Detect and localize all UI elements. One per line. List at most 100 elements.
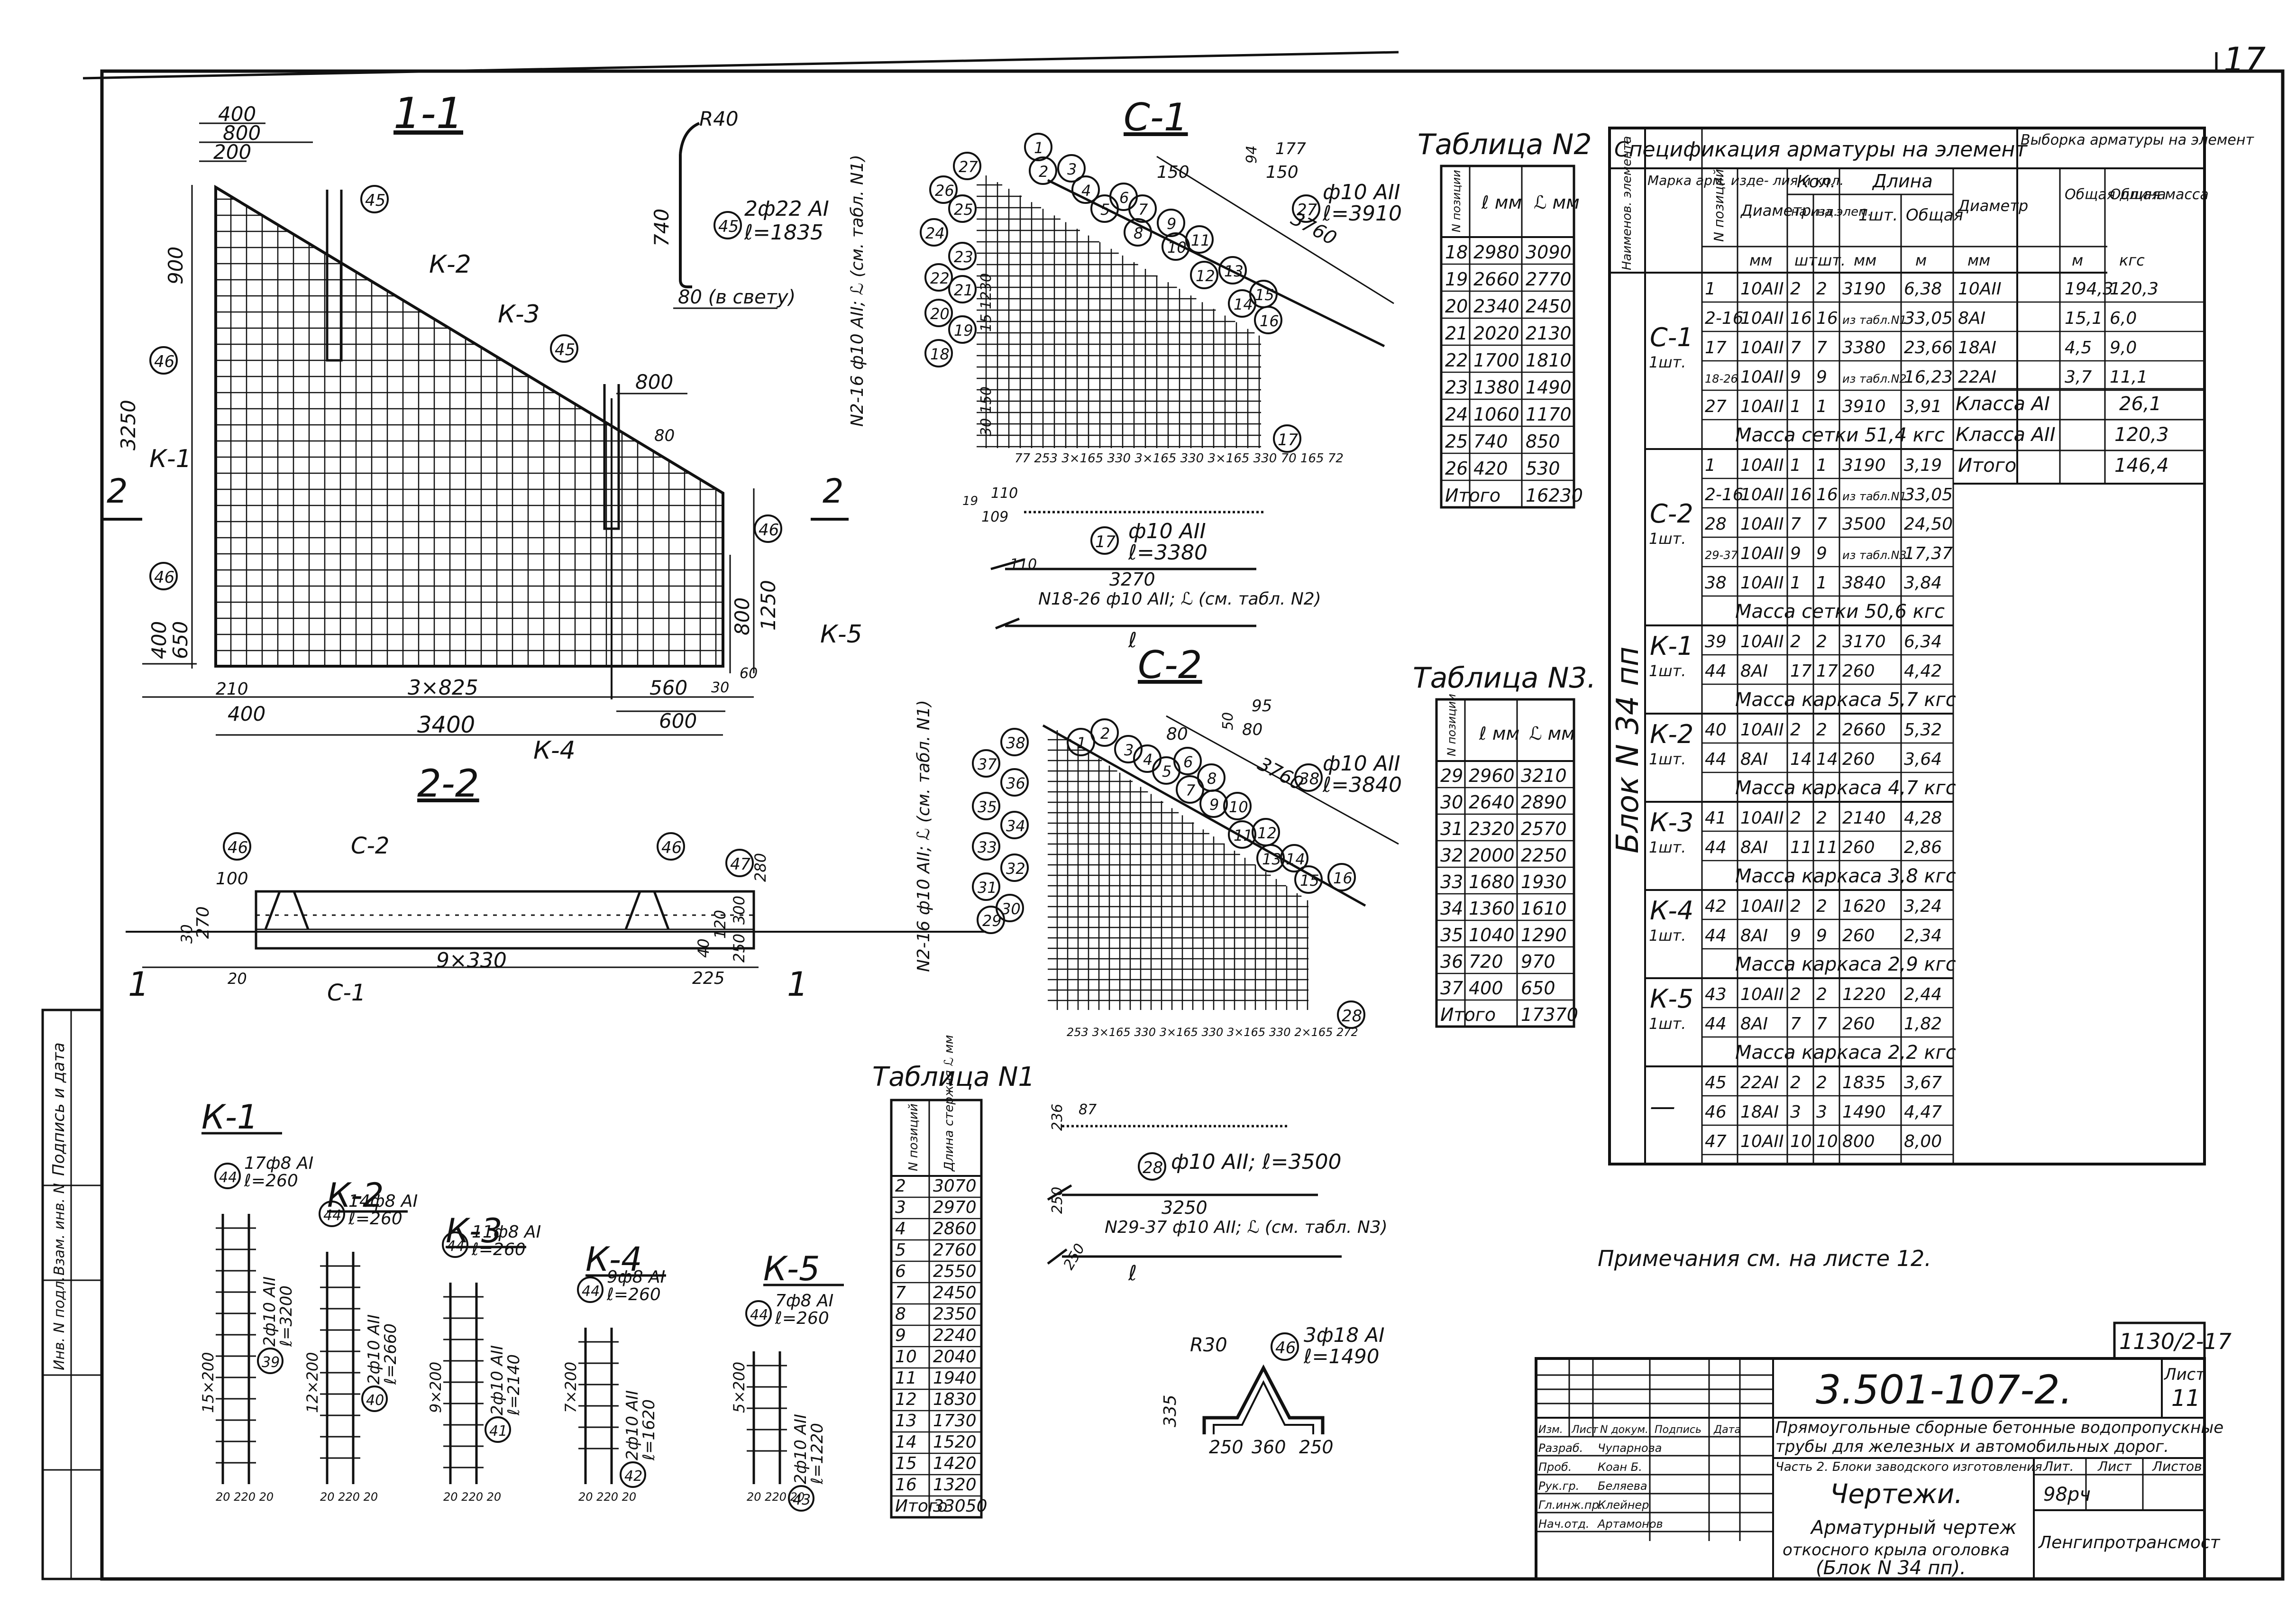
table3-r9-c2: 17370	[1521, 1004, 1578, 1025]
spec-g2-r0-c4: 3170	[1842, 632, 1886, 651]
stamp-role-4: Нач.отд.	[1538, 1517, 1589, 1531]
spec-g1-r3-c1: 10АII	[1740, 544, 1784, 563]
spec-g0-r4-c2: 1	[1790, 397, 1801, 416]
c1-marker-4: 4	[1081, 182, 1091, 200]
spec-g7-r0-c5: 3,67	[1904, 1073, 1942, 1092]
spec-unit-0: мм	[1749, 251, 1772, 269]
dim-3250: 3250	[117, 400, 140, 450]
table3-r1-c0: 30	[1440, 792, 1463, 813]
spec-g5-r0-c3: 2	[1816, 897, 1827, 916]
spec-g7-r1-c1: 18АI	[1740, 1102, 1779, 1122]
spec-g6-r0-c2: 2	[1790, 985, 1801, 1004]
dim-900: 900	[164, 247, 187, 284]
c1-marker-15: 15	[1255, 286, 1274, 304]
spec-table: Спецификация арматуры на элемент Выборка…	[1608, 127, 2254, 1165]
bar45-marker: 45	[718, 217, 739, 236]
spec-g3-r0-c5: 5,32	[1904, 720, 1942, 740]
c2-marker-16: 16	[1333, 869, 1353, 887]
stamp-drawing: Чертежи.	[1830, 1479, 1963, 1510]
stamp-name-1: Коан Б.	[1598, 1460, 1642, 1474]
c1-d110: 110	[991, 485, 1018, 502]
spec-g6-r0-c5: 2,44	[1904, 985, 1942, 1004]
spec-g3-r0-c4: 2660	[1842, 720, 1886, 740]
table2-r6-c0: 24	[1445, 404, 1468, 425]
c2-marker-31: 31	[978, 879, 997, 897]
spec-mark-1: С-2	[1650, 499, 1693, 529]
note-text: Примечания см. на листе 12.	[1598, 1246, 1931, 1271]
stamp-desc1: Арматурный чертеж	[1810, 1517, 2017, 1539]
section-1-1: 1-1 400 800 200 900 3250 400 650 210 400…	[102, 89, 862, 765]
spec-unit-3: мм	[1854, 251, 1876, 269]
spec-g2-r0-c0: 39	[1705, 632, 1727, 651]
side-stamp-2: Взам. инв. N	[51, 1183, 68, 1275]
sec22-47: 47	[730, 855, 751, 874]
spec-mark-2: К-1	[1650, 631, 1693, 661]
table3-title: Таблица N3.	[1413, 661, 1596, 695]
spec-g4-r0-c2: 2	[1790, 808, 1801, 828]
spec-g6-r0-c3: 2	[1816, 985, 1827, 1004]
spec-g0-r2-c5: 23,66	[1904, 338, 1953, 358]
spec-g4-r1-c3: 11	[1816, 838, 1838, 857]
spec-g1-r3-c3: 9	[1816, 544, 1827, 563]
table2-r3-c2: 2130	[1526, 323, 1572, 344]
side-stamp: Подпись и дата Взам. инв. N Инв. N подл.	[41, 1009, 103, 1580]
table2-r6-c2: 1170	[1526, 404, 1572, 425]
stamp-sheet-l: Лист	[2097, 1459, 2132, 1474]
spec-g1-r2-c3: 7	[1816, 514, 1827, 534]
c2-marker-9: 9	[1209, 796, 1219, 814]
frame-title-4: К-4	[585, 1240, 642, 1279]
spec-g7-r2-c2: 10	[1790, 1132, 1812, 1151]
bar45-740: 740	[650, 209, 673, 247]
table2-r1-c2: 2770	[1526, 269, 1572, 290]
sel-r1-c1: 15,1	[2065, 309, 2103, 328]
cut-2-right: 2	[823, 472, 844, 511]
dim-600: 600	[659, 709, 697, 733]
sec22-40: 40	[695, 938, 713, 958]
spec-h-len1: 1шт.	[1858, 206, 1898, 225]
spec-g0-r2-c0: 17	[1705, 338, 1727, 358]
bar45-radius: R40	[699, 107, 739, 130]
spec-g7-r2-c5: 8,00	[1904, 1132, 1942, 1151]
frame-pos-bar-2: 40	[366, 1392, 384, 1409]
sel-r3-c0: 22АI	[1958, 367, 1996, 387]
sel-r3-c2: 11,1	[2110, 367, 2148, 387]
spec-count-2: 1шт.	[1649, 662, 1686, 680]
frame-title-5: К-5	[763, 1249, 820, 1288]
cut-2-left: 2	[107, 472, 128, 511]
c1-marker-12: 12	[1196, 267, 1215, 285]
spec-element: Блок N 34 пп	[1610, 646, 1646, 853]
table2-r1-c0: 19	[1445, 269, 1468, 290]
spec-count-4: 1шт.	[1649, 838, 1686, 856]
c1-bottom-dims: 77 253 3×165 330 3×165 330 3×165 330 70 …	[1015, 451, 1344, 466]
c1-pos17: 17	[1278, 431, 1299, 450]
table2-r4-c1: 1700	[1473, 350, 1519, 371]
c1-marker-19: 19	[954, 321, 973, 339]
spec-g1-r0-c2: 1	[1790, 456, 1801, 475]
spec-g5-r0-c1: 10АII	[1740, 897, 1784, 916]
table1-r4-c0: 6	[895, 1262, 906, 1281]
spec-g0-r1-c2: 16	[1790, 309, 1812, 328]
c2-pos38: 38	[1299, 770, 1319, 789]
table1-h0: N позиций	[906, 1103, 921, 1171]
sel-r3-c1: 3,7	[2065, 367, 2092, 387]
spec-g7-r1-c4: 1490	[1842, 1102, 1886, 1122]
spec-g6-r0-c1: 10АII	[1740, 985, 1784, 1004]
table2-r4-c2: 1810	[1526, 350, 1572, 371]
spec-h-sdiam: Диаметр	[1957, 197, 2028, 215]
frame-bar-3: 2ф10 АII	[488, 1345, 507, 1415]
frame-stirrup-4: 9ф8 АI	[607, 1267, 665, 1287]
table1-r3-c1: 2760	[933, 1240, 977, 1260]
spec-g0-r0-c1: 10АII	[1740, 279, 1784, 299]
spec-g1-r3-c5: 17,37	[1904, 544, 1953, 563]
spec-total-5: Масса каркаса 2,9 кгс	[1735, 954, 1956, 975]
frame-pos-st-1: 44	[219, 1169, 237, 1186]
frame-bar-len-2: ℓ=2660	[381, 1323, 400, 1385]
spec-g6-r1-c5: 1,82	[1904, 1014, 1942, 1034]
sec22-20: 20	[228, 970, 247, 988]
spec-g2-r1-c2: 17	[1790, 661, 1812, 681]
frame-pitch-3: 9×200	[427, 1362, 445, 1413]
c1-top-len: ℓ=3910	[1322, 202, 1402, 226]
bar45-spec: 2ф22 АI	[744, 197, 829, 221]
spec-g2-r0-c5: 6,34	[1904, 632, 1942, 651]
